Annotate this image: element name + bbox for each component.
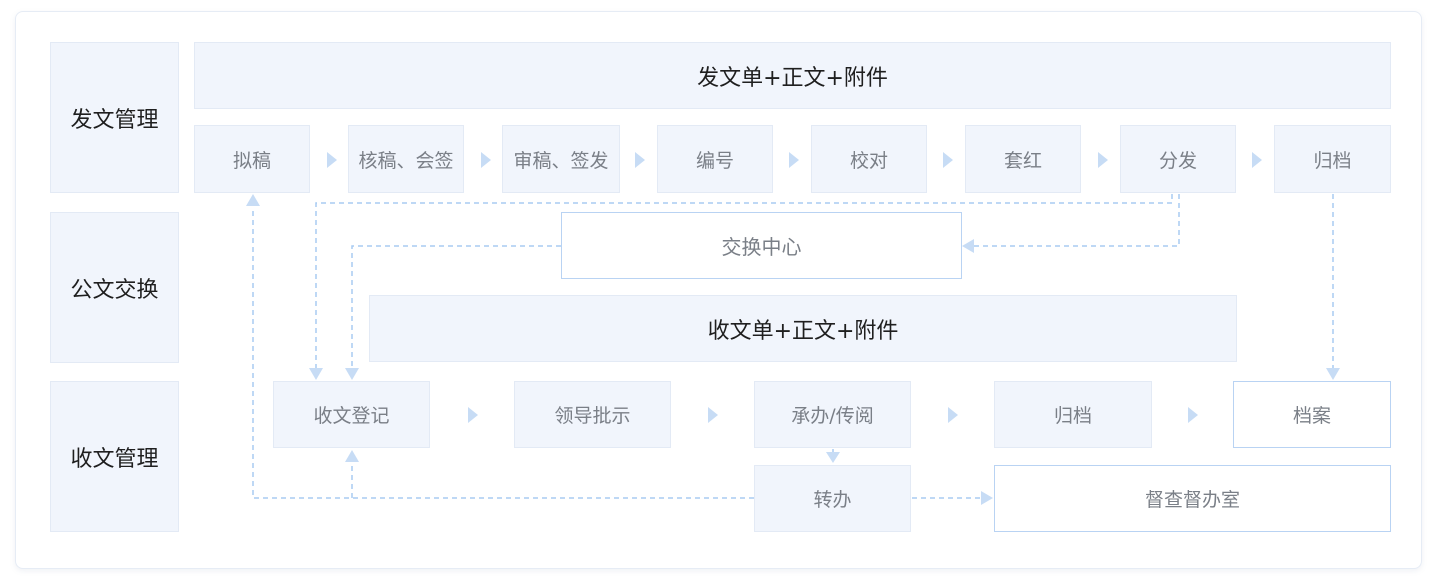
arrow-right-icon: [635, 152, 645, 168]
receive-step-records: 档案: [1233, 381, 1391, 448]
dashed-arrow-heads: [246, 194, 1340, 505]
issue-step-review-countersign: 核稿、会签: [348, 125, 464, 193]
arrow-right-icon: [1252, 152, 1262, 168]
arrow-down-icon: [1326, 368, 1340, 380]
issue-banner: 发文单+正文+附件: [194, 42, 1391, 109]
arrow-up-icon: [246, 194, 260, 206]
issue-step-arrows: [327, 152, 1262, 168]
issue-step-approve-sign: 审稿、签发: [502, 125, 620, 193]
receive-transfer: 转办: [754, 465, 911, 532]
arrow-right-icon: [1188, 407, 1198, 423]
issue-step-archive: 归档: [1274, 125, 1391, 193]
dashed-connectors: [252, 194, 1334, 499]
exchange-center: 交换中心: [561, 212, 962, 279]
arrow-up-icon: [345, 450, 359, 462]
lane-header-issue: 发文管理: [50, 42, 179, 193]
arrow-right-icon: [481, 152, 491, 168]
issue-step-red-header: 套红: [965, 125, 1081, 193]
arrow-right-icon: [789, 152, 799, 168]
arrow-right-icon: [468, 407, 478, 423]
receive-banner: 收文单+正文+附件: [369, 295, 1237, 362]
issue-step-draft: 拟稿: [194, 125, 310, 193]
arrow-down-icon: [826, 452, 840, 463]
arrow-right-icon: [708, 407, 718, 423]
arrow-down-icon: [309, 368, 323, 380]
line-distribute-to-exchange: [972, 194, 1180, 247]
arrow-down-icon: [345, 368, 359, 380]
receive-step-handle-circulate: 承办/传阅: [754, 381, 911, 448]
arrow-left-icon: [962, 239, 974, 253]
issue-step-proofread: 校对: [811, 125, 927, 193]
arrow-right-icon: [981, 491, 993, 505]
arrow-right-icon: [948, 407, 958, 423]
line-exchange-to-register: [351, 245, 561, 370]
receive-step-arrows: [468, 407, 1198, 423]
issue-step-distribute: 分发: [1120, 125, 1236, 193]
arrow-right-icon: [943, 152, 953, 168]
receive-step-register: 收文登记: [273, 381, 430, 448]
receive-step-leader-instruction: 领导批示: [514, 381, 671, 448]
issue-step-numbering: 编号: [657, 125, 773, 193]
line-transfer-to-draft: [252, 207, 754, 499]
line-distribute-to-register: [315, 194, 1173, 370]
lane-header-receive: 收文管理: [50, 381, 179, 532]
lane-header-exchange: 公文交换: [50, 212, 179, 363]
arrow-right-icon: [1098, 152, 1108, 168]
supervision-office: 督查督办室: [994, 465, 1391, 532]
arrow-right-icon: [327, 152, 337, 168]
receive-step-archive: 归档: [994, 381, 1152, 448]
